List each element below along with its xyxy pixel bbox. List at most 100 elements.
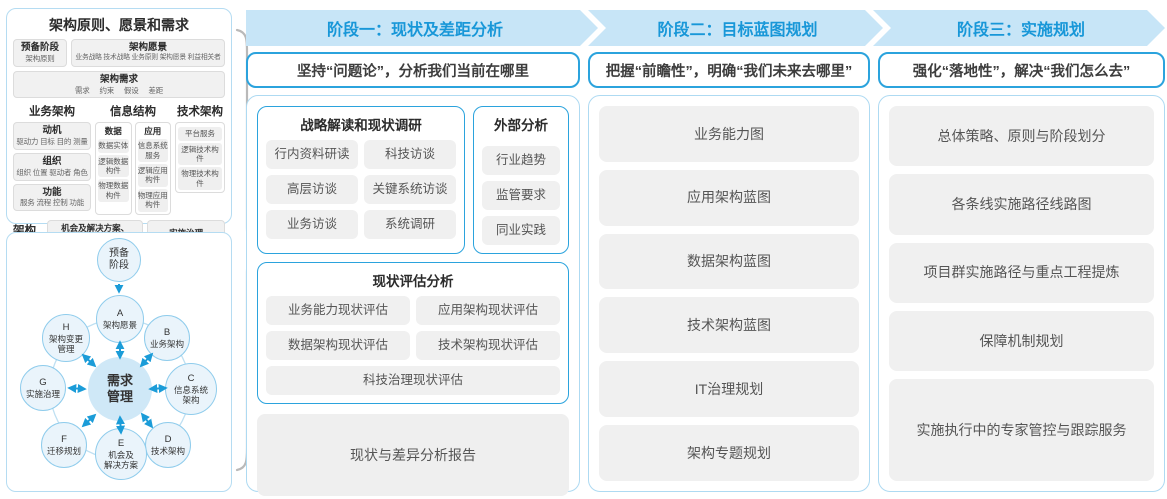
adm-node-f-letter: F [61, 434, 67, 446]
phase3-content: 总体策略、原则与阶段划分 各条线实施路径线路图 项目群实施路径与重点工程提炼 保… [878, 95, 1165, 492]
vision-title: 架构愿景 [128, 42, 167, 53]
blueprint-item: 数据架构蓝图 [599, 233, 859, 290]
adm-node-f: F 迁移规划 [41, 422, 87, 468]
vision-sub: 业务战略 技术战略 业务原则 架构愿景 利益相关者 [75, 53, 221, 61]
prep-phase-box: 预备阶段 架构原则 [13, 39, 67, 67]
information-structure-header: 信息结构 [110, 106, 156, 119]
adm-node-e-label: 机会及 解决方案 [103, 449, 138, 470]
physical-tech-item: 物理技术构件 [178, 167, 222, 191]
organization-sub: 组织 位置 驱动者 角色 [16, 167, 88, 177]
research-item: 业务访谈 [266, 210, 358, 239]
blueprint-item: 业务能力图 [599, 106, 859, 162]
adm-node-d-letter: D [164, 434, 172, 446]
implementation-item: 总体策略、原则与阶段划分 [889, 106, 1154, 167]
adm-node-c-label: 信息系统 架构 [173, 384, 208, 405]
external-item: 监管要求 [482, 181, 560, 210]
adm-node-a-letter: A [116, 308, 124, 320]
adm-node-d: D 技术架构 [145, 422, 191, 468]
blueprint-item: 架构专题规划 [599, 425, 859, 481]
phase1-header: 阶段一：现状及差距分析 [246, 10, 598, 46]
adm-node-b-letter: B [163, 327, 171, 339]
assessment-title: 现状评估分析 [372, 274, 454, 289]
architecture-requirement-box: 架构需求 需求 约束 假设 差距 [13, 70, 225, 99]
business-architecture-column: 业务架构 动机 驱动力 目标 目的 测量 组织 组织 位置 驱动者 角色 功能 … [13, 103, 91, 214]
adm-node-c-letter: C [187, 373, 195, 385]
data-entity-item: 数据实体 [98, 139, 129, 153]
architecture-vision-box: 架构愿景 业务战略 技术战略 业务原则 架构愿景 利益相关者 [71, 39, 225, 67]
assessment-group: 现状评估分析 业务能力现状评估 应用架构现状评估 数据架构现状评估 技术架构现状… [257, 262, 569, 404]
adm-cycle-panel: 预备 阶段 A 架构愿景 B 业务架构 C 信息系统 架构 D 技术架构 E 机… [6, 232, 232, 492]
phase3-subtitle: 强化“落地性”，解决“我们怎么去” [878, 52, 1165, 88]
implementation-item: 项目群实施路径与重点工程提炼 [889, 242, 1154, 303]
adm-node-a-label: 架构愿景 [102, 319, 137, 330]
external-analysis-title: 外部分析 [494, 118, 548, 133]
motivation-title: 动机 [42, 125, 62, 137]
adm-node-e: E 机会及 解决方案 [95, 428, 147, 480]
panel-title: 架构原则、愿景和需求 [49, 17, 189, 33]
adm-node-b-label: 业务架构 [149, 338, 184, 349]
blueprint-item: 技术架构蓝图 [599, 297, 859, 354]
physical-data-item: 物理数据构件 [98, 179, 129, 203]
business-architecture-header: 业务架构 [29, 106, 75, 119]
adm-node-h-label: 架构变更 管理 [48, 333, 83, 354]
function-box: 功能 服务 流程 控制 功能 [13, 183, 91, 212]
external-analysis-group: 外部分析 行业趋势 监管要求 同业实践 [473, 106, 569, 254]
adm-node-h-letter: H [62, 322, 70, 334]
assessment-item: 科技治理现状评估 [266, 366, 560, 395]
research-item: 高层访谈 [266, 175, 358, 204]
assessment-item: 业务能力现状评估 [266, 296, 410, 325]
assessment-item: 应用架构现状评估 [416, 296, 560, 325]
prep-phase-sub: 架构原则 [25, 53, 55, 63]
physical-app-item: 物理应用构件 [137, 188, 168, 212]
motivation-box: 动机 驱动力 目标 目的 测量 [13, 122, 91, 150]
phase1-content: 战略解读和现状调研 行内资料研读 科技访谈 高层访谈 关键系统访谈 业务访谈 系… [246, 95, 580, 496]
adm-node-prep: 预备 阶段 [97, 238, 141, 282]
research-item: 系统调研 [364, 210, 456, 239]
adm-node-g: G 实施治理 [20, 365, 66, 411]
adm-center-requirement-management: 需求 管理 [88, 357, 152, 421]
research-item: 科技访谈 [364, 140, 456, 169]
application-subcolumn: 应用 信息系统服务 逻辑应用构件 物理应用构件 [134, 122, 171, 215]
prep-phase-title: 预备阶段 [20, 42, 59, 53]
technical-architecture-header: 技术架构 [177, 106, 223, 119]
external-item: 同业实践 [482, 216, 560, 245]
requirement-sub: 需求 约束 假设 差距 [74, 85, 164, 95]
adm-node-a: A 架构愿景 [96, 295, 144, 343]
technical-items-box: 平台服务 逻辑技术构件 物理技术构件 [175, 122, 225, 194]
assessment-item: 技术架构现状评估 [416, 331, 560, 360]
gap-analysis-report-box: 现状与差异分析报告 [257, 414, 569, 496]
logical-tech-item: 逻辑技术构件 [178, 142, 222, 166]
organization-box: 组织 组织 位置 驱动者 角色 [13, 152, 91, 181]
research-item: 关键系统访谈 [364, 175, 456, 204]
adm-node-f-label: 迁移规划 [46, 445, 81, 456]
requirement-title: 架构需求 [99, 73, 138, 85]
function-sub: 服务 流程 控制 功能 [19, 198, 85, 208]
phase1-subtitle: 坚持“问题论”，分析我们当前在哪里 [246, 52, 580, 88]
platform-service-item: 平台服务 [178, 127, 222, 141]
phase2-content: 业务能力图 应用架构蓝图 数据架构蓝图 技术架构蓝图 IT治理规划 架构专题规划 [588, 95, 870, 492]
architecture-principles-panel: 架构原则、愿景和需求 预备阶段 架构原则 架构愿景 业务战略 技术战略 业务原则… [6, 8, 232, 258]
research-item: 行内资料研读 [266, 140, 358, 169]
motivation-sub: 驱动力 目标 目的 测量 [16, 137, 88, 147]
implementation-item: 保障机制规划 [889, 310, 1154, 372]
application-subcolumn-title: 应用 [144, 126, 162, 137]
blueprint-item: 应用架构蓝图 [599, 169, 859, 226]
information-structure-column: 信息结构 数据 数据实体 逻辑数据构件 物理数据构件 应用 信息系统服务 逻辑应… [95, 103, 171, 215]
logical-data-item: 逻辑数据构件 [98, 154, 129, 178]
info-system-service-item: 信息系统服务 [137, 139, 168, 162]
logical-app-item: 逻辑应用构件 [137, 164, 168, 187]
adm-node-h: H 架构变更 管理 [42, 314, 90, 362]
strategy-research-title: 战略解读和现状调研 [300, 118, 422, 133]
assessment-item: 数据架构现状评估 [266, 331, 410, 360]
external-item: 行业趋势 [482, 146, 560, 175]
phase3-header: 阶段三：实施规划 [873, 10, 1165, 46]
data-subcolumn: 数据 数据实体 逻辑数据构件 物理数据构件 [95, 122, 132, 215]
phase2-subtitle: 把握“前瞻性”，明确“我们未来去哪里” [588, 52, 870, 88]
technical-architecture-column: 技术架构 平台服务 逻辑技术构件 物理技术构件 [175, 103, 225, 214]
function-title: 功能 [42, 186, 62, 198]
implementation-item: 实施执行中的专家管控与跟踪服务 [889, 379, 1154, 481]
data-subcolumn-title: 数据 [104, 126, 122, 137]
adm-node-b: B 业务架构 [144, 315, 190, 361]
organization-title: 组织 [42, 155, 62, 167]
phase2-header: 阶段二：目标蓝图规划 [588, 10, 883, 46]
